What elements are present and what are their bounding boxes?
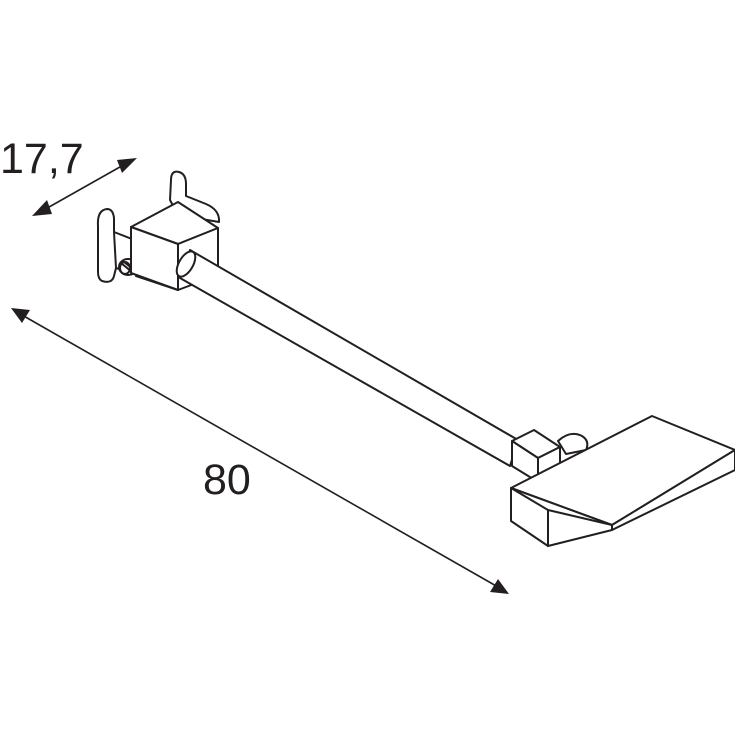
dimension-length-arrow-end	[490, 579, 509, 594]
dimension-length: 80	[11, 308, 509, 594]
dimension-length-line	[21, 314, 499, 588]
dimension-depth-arrow-end	[117, 158, 137, 173]
dimension-length-label: 80	[203, 456, 251, 504]
lamp-head	[510, 415, 735, 547]
dimension-length-arrow-start	[11, 308, 30, 323]
spotlight-fixture	[96, 170, 735, 547]
lamp-head-side	[611, 449, 735, 531]
dimension-depth-arrow-start	[32, 200, 52, 216]
dimension-depth: 17,7	[0, 135, 137, 216]
extension-arm	[175, 249, 519, 467]
dimension-depth-label: 17,7	[0, 135, 84, 183]
dimension-depth-line	[41, 162, 128, 212]
